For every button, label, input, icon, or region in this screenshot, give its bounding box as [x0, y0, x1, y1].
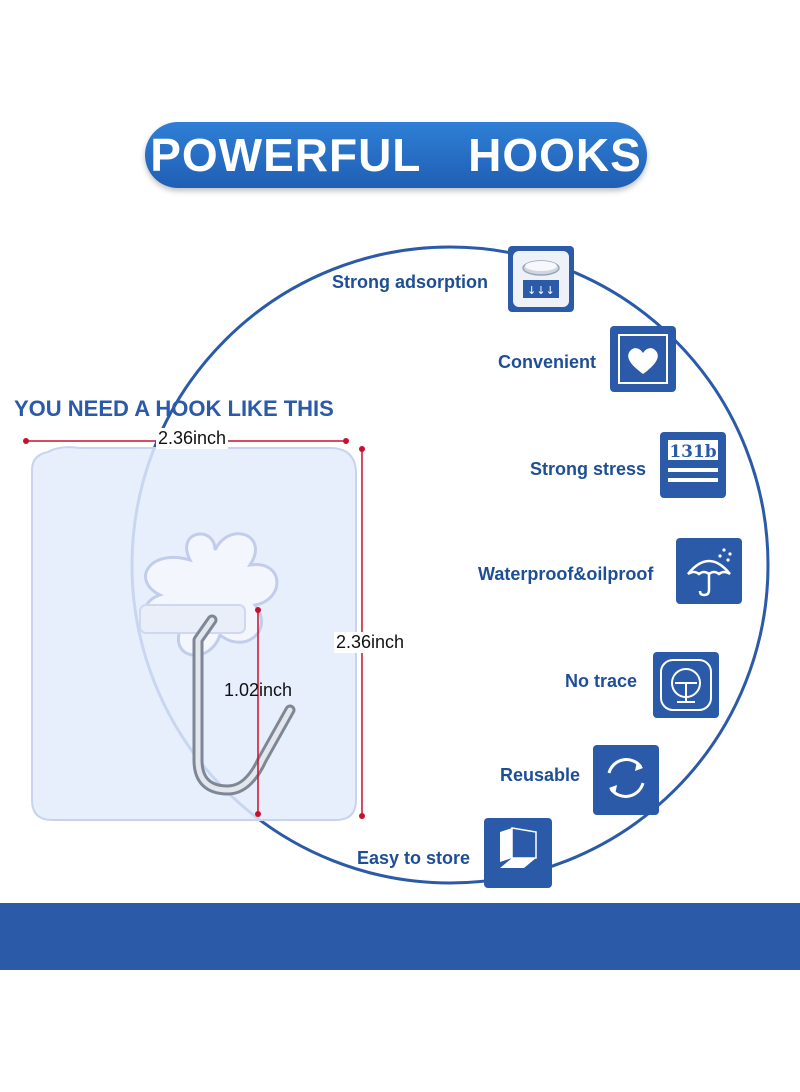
feature-label-reusable: Reusable — [500, 765, 581, 785]
bottom-bar — [0, 903, 800, 970]
hook-dimension-end-top — [255, 607, 261, 613]
feature-label-strong-adsorption: Strong adsorption — [332, 272, 488, 292]
umbrella-icon — [676, 538, 742, 604]
width-dimension-label: 2.36inch — [156, 428, 229, 449]
height-dimension-end-top — [359, 446, 365, 452]
metal-hook-highlight — [195, 617, 293, 793]
title-banner: POWERFUL HOOKS — [145, 122, 647, 188]
no-trace-icon — [653, 652, 719, 718]
height-dimension-label: 2.36inch — [334, 632, 407, 653]
height-dimension-end-bottom — [359, 813, 365, 819]
hook-bar — [139, 604, 246, 634]
weight-icon: 131b — [660, 432, 726, 498]
hook-dimension-label: 1.02inch — [224, 680, 293, 700]
feature-label-no-trace: No trace — [565, 671, 638, 691]
page-title: POWERFUL HOOKS — [150, 129, 642, 181]
hook-dimension-end-bottom — [255, 811, 261, 817]
feature-label-strong-stress: Strong stress — [530, 459, 647, 479]
box-icon — [484, 818, 552, 888]
feature-label-easy-to-store: Easy to store — [357, 848, 471, 868]
suction-cup-icon: ↓↓↓ — [508, 246, 574, 312]
feature-label-waterproof-oilproof: Waterproof&oilproof — [478, 564, 654, 584]
width-dimension-end-left — [23, 438, 29, 444]
svg-text:↓↓↓: ↓↓↓ — [527, 284, 555, 297]
headline: YOU NEED A HOOK LIKE THIS — [14, 396, 334, 421]
feature-label-convenient: Convenient — [498, 352, 597, 372]
heart-icon — [610, 326, 676, 392]
weight-icon-text: 131b — [669, 442, 716, 462]
recycle-icon — [593, 745, 659, 815]
width-dimension-end-right — [343, 438, 349, 444]
